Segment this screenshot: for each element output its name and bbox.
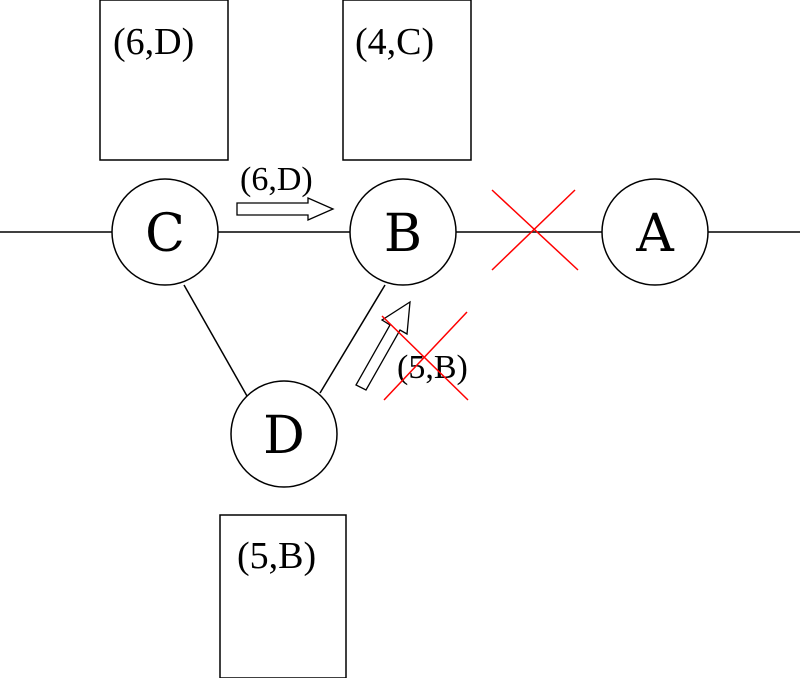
node-d [230, 380, 338, 488]
message-c-to-b-label: (6,D) [240, 161, 313, 198]
link-c-d [183, 284, 248, 397]
node-a-label: A [635, 204, 675, 264]
table-b [342, 0, 472, 161]
table-d [219, 514, 347, 678]
node-c-label: C [145, 204, 185, 264]
node-c [111, 178, 219, 286]
message-c-to-b-arrow [236, 197, 335, 221]
message-d-to-b-label: (5,B) [397, 349, 468, 386]
routing-tables [99, 0, 472, 678]
table-d-entry: (5,B) [237, 535, 316, 577]
node-a [601, 178, 709, 286]
broken-link-cross [491, 189, 579, 271]
link-b-d [319, 284, 386, 394]
table-b-entry: (4,C) [355, 21, 434, 63]
node-b-label: B [384, 204, 422, 264]
message-d-to-b-arrow [355, 300, 411, 391]
node-b [349, 178, 457, 286]
node-d-label: D [263, 406, 305, 466]
table-c [99, 0, 229, 161]
links [0, 231, 800, 397]
nodes [111, 178, 709, 488]
dropped-message-cross [381, 311, 469, 401]
table-c-entry: (6,D) [113, 21, 194, 63]
